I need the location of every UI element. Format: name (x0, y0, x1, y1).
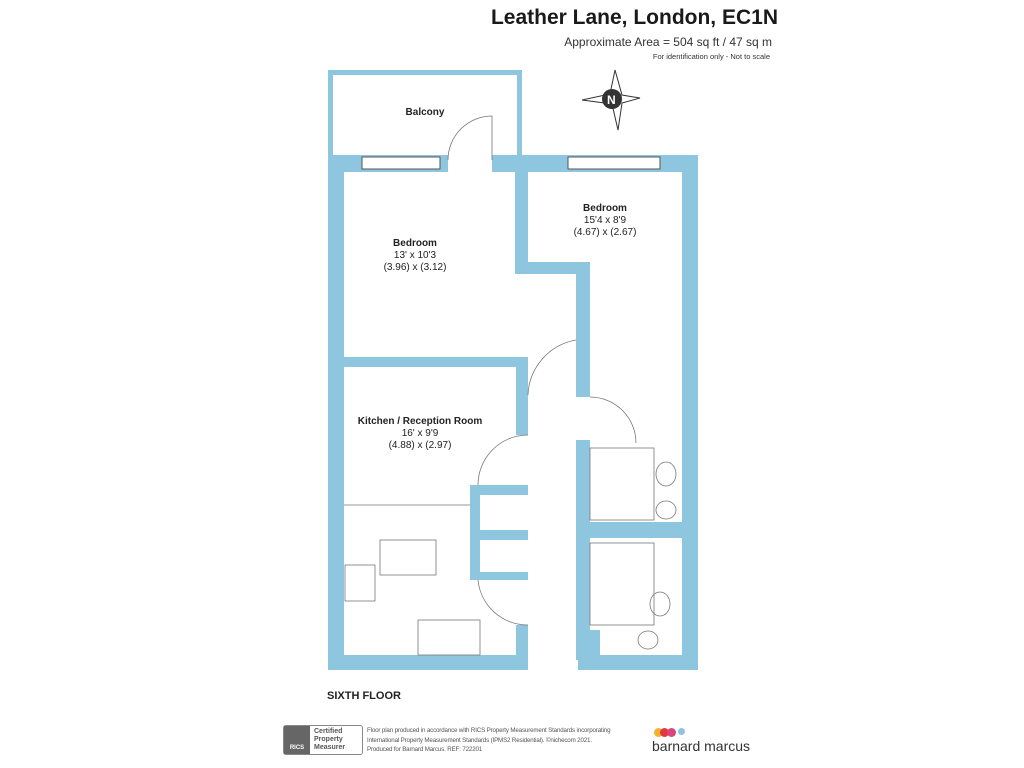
room-balcony: Balcony (380, 107, 470, 119)
toilet (637, 630, 659, 650)
room-imperial: 16' x 9'9 (401, 428, 439, 439)
badge-line: Certified (314, 728, 343, 735)
disclaimer-line: International Property Measurement Stand… (367, 736, 592, 744)
shower (589, 447, 655, 521)
cupboard-wall (470, 530, 528, 540)
cupboard-wall (470, 485, 528, 495)
hob (344, 564, 376, 602)
room-metric: (3.96) x (3.12) (383, 262, 447, 273)
bathroom-wall (576, 522, 698, 538)
basin (655, 461, 677, 487)
room-bedroom-2: Bedroom 15'4 x 8'9 (4.67) x (2.67) (550, 203, 660, 239)
balcony-wall (328, 70, 333, 160)
room-name: Kitchen / Reception Room (357, 416, 483, 427)
brand-dot (678, 728, 685, 735)
partition (344, 357, 528, 367)
partition (516, 625, 528, 670)
basin (649, 591, 671, 617)
brand-logo: barnard marcus (652, 738, 751, 754)
scale-note: For identification only - Not to scale (652, 52, 770, 61)
room-kitchen-reception: Kitchen / Reception Room 16' x 9'9 (4.88… (350, 416, 490, 452)
shower (589, 542, 655, 626)
kitchen-counter (379, 539, 437, 576)
room-metric: (4.67) x (2.67) (573, 227, 637, 238)
disclaimer: Floor plan produced in accordance with R… (367, 726, 611, 755)
area-text: Approximate Area = 504 sq ft / 47 sq m (564, 35, 772, 49)
room-name: Bedroom (393, 238, 437, 249)
wall-bottom (578, 655, 698, 670)
room-name: Bedroom (583, 203, 627, 214)
wall-left (328, 155, 344, 670)
rics-logo: RICS (284, 726, 310, 754)
bathroom-wall (576, 440, 590, 660)
wall-right (682, 155, 698, 670)
compass-label: N (607, 93, 616, 107)
brand-dot (654, 728, 663, 737)
room-bedroom-1: Bedroom 13' x 10'3 (3.96) x (3.12) (360, 238, 470, 274)
door-swing (589, 396, 637, 444)
partition (516, 357, 528, 435)
window (567, 156, 661, 170)
sink (417, 619, 481, 656)
room-imperial: 15'4 x 8'9 (583, 215, 627, 226)
brand-dot (667, 728, 676, 737)
page-title: Leather Lane, London, EC1N (490, 6, 778, 29)
balcony-wall (517, 70, 522, 160)
room-name: Balcony (405, 107, 445, 118)
disclaimer-line: Floor plan produced in accordance with R… (367, 727, 611, 734)
badge-line: Measurer (314, 744, 346, 751)
room-metric: (4.88) x (2.97) (388, 440, 452, 451)
compass-icon (581, 69, 641, 131)
partition (578, 630, 600, 660)
brand-dot (660, 728, 669, 737)
cupboard-wall (470, 572, 528, 580)
badge-line: Property (314, 736, 343, 743)
partition (576, 262, 590, 397)
balcony-wall (328, 70, 522, 75)
door-swing (477, 434, 529, 486)
window (361, 156, 441, 170)
partition (515, 262, 590, 274)
door-swing (477, 579, 529, 626)
toilet (655, 500, 677, 520)
floor-label: SIXTH FLOOR (327, 690, 401, 702)
door-swing (447, 115, 493, 161)
wall-bottom (328, 655, 528, 670)
room-imperial: 13' x 10'3 (393, 250, 437, 261)
disclaimer-line: Produced for Barnard Marcus. REF: 722201 (367, 746, 483, 753)
partition (515, 172, 528, 272)
door-swing (527, 339, 577, 396)
